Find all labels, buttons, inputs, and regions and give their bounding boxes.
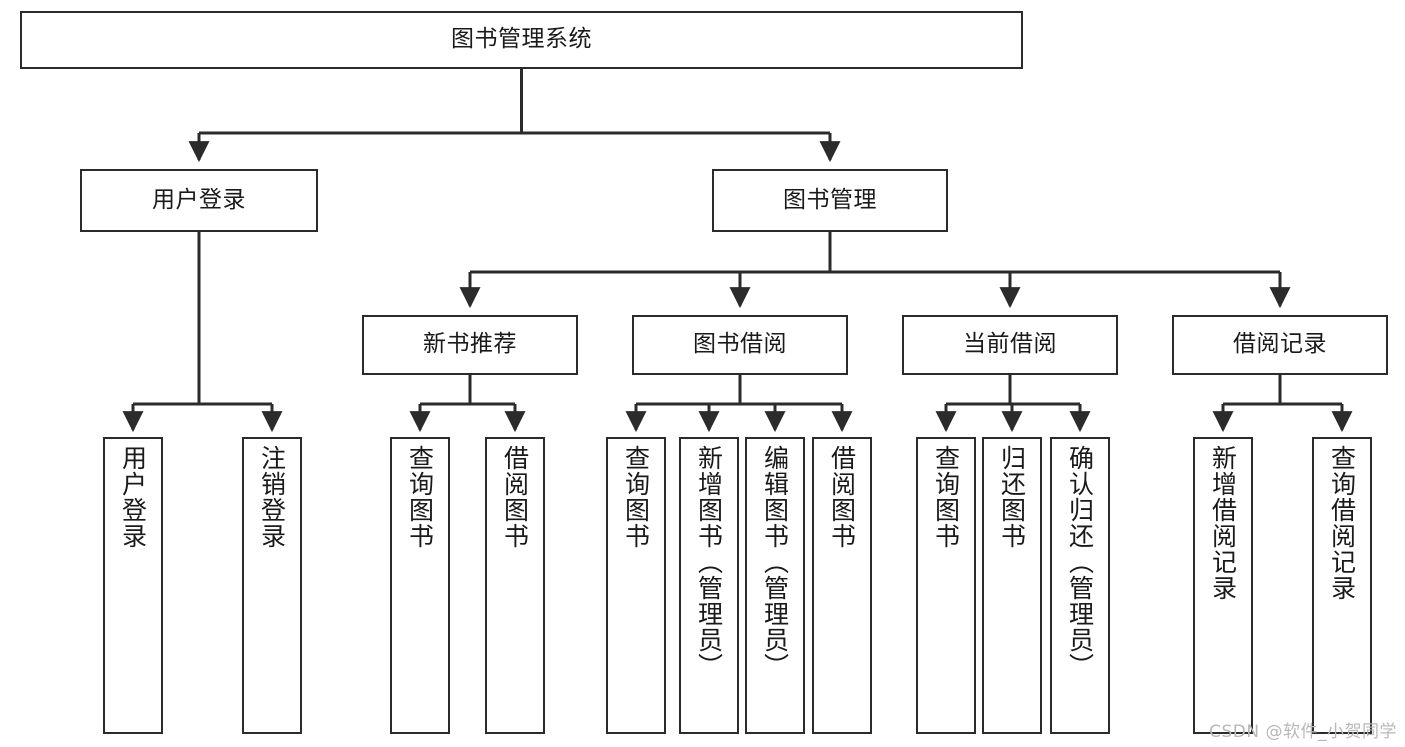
node-label: 图书管理系统 — [451, 26, 592, 53]
node-user-login[interactable]: 用户登录 — [80, 169, 318, 232]
node-current-borrow[interactable]: 当前借阅 — [902, 315, 1118, 375]
leaf-recommend-borrow-book[interactable]: 借阅图书 — [485, 437, 545, 734]
node-label: 查询图书 — [405, 445, 435, 549]
watermark: CSDN @软件_小贺同学 — [1209, 722, 1397, 742]
leaf-user-logout[interactable]: 注销登录 — [242, 437, 302, 734]
node-root[interactable]: 图书管理系统 — [20, 11, 1023, 69]
node-label: 借阅图书 — [827, 445, 857, 549]
leaf-records-query[interactable]: 查询借阅记录 — [1312, 437, 1372, 734]
node-label: 借阅图书 — [500, 445, 530, 549]
leaf-recommend-query-book[interactable]: 查询图书 — [390, 437, 450, 734]
leaf-borrow-query-book[interactable]: 查询图书 — [606, 437, 666, 734]
node-borrow-records[interactable]: 借阅记录 — [1172, 315, 1388, 375]
node-book-borrow[interactable]: 图书借阅 — [632, 315, 848, 375]
leaf-current-query-book[interactable]: 查询图书 — [916, 437, 976, 734]
leaf-borrow-edit-book[interactable]: 编辑图书（管理员） — [745, 437, 805, 734]
node-label: 新书推荐 — [423, 331, 517, 358]
node-label: 新增借阅记录 — [1208, 445, 1238, 601]
node-label: 确认归还（管理员） — [1065, 445, 1095, 679]
leaf-user-login[interactable]: 用户登录 — [103, 437, 163, 734]
leaf-borrow-borrow-book[interactable]: 借阅图书 — [812, 437, 872, 734]
node-label: 编辑图书（管理员） — [760, 445, 790, 679]
node-label: 新增图书（管理员） — [694, 445, 724, 679]
node-label: 归还图书 — [997, 445, 1027, 549]
leaf-borrow-add-book[interactable]: 新增图书（管理员） — [679, 437, 739, 734]
node-label: 借阅记录 — [1233, 331, 1327, 358]
node-label: 查询图书 — [621, 445, 651, 549]
node-label: 用户登录 — [118, 445, 148, 549]
node-book-management[interactable]: 图书管理 — [712, 169, 948, 232]
leaf-current-return-book[interactable]: 归还图书 — [982, 437, 1042, 734]
leaf-records-add[interactable]: 新增借阅记录 — [1193, 437, 1253, 734]
node-label: 图书借阅 — [693, 331, 787, 358]
node-label: 查询借阅记录 — [1327, 445, 1357, 601]
node-label: 查询图书 — [931, 445, 961, 549]
node-label: 用户登录 — [152, 186, 246, 213]
node-label: 图书管理 — [783, 186, 877, 213]
node-label: 注销登录 — [257, 445, 287, 549]
leaf-current-confirm-return[interactable]: 确认归还（管理员） — [1050, 437, 1110, 734]
node-new-book-recommend[interactable]: 新书推荐 — [362, 315, 578, 375]
node-label: 当前借阅 — [963, 331, 1057, 358]
